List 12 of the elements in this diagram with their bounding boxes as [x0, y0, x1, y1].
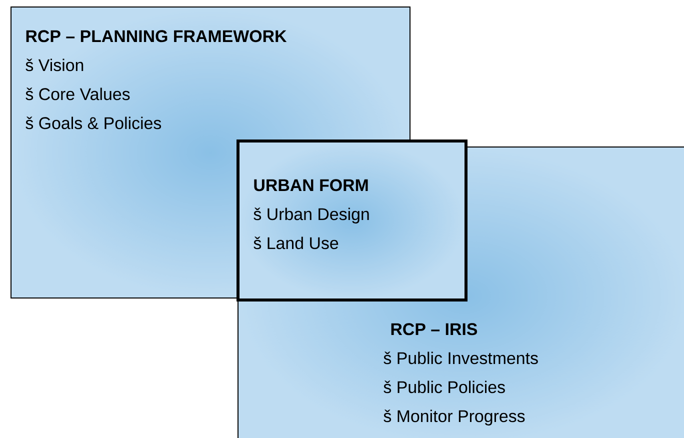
- list-item: š Goals & Policies: [26, 116, 162, 130]
- list-item: š Core Values: [26, 88, 130, 100]
- list-item: š Public Investments: [384, 352, 538, 364]
- heading: RCP – PLANNING FRAMEWORK: [26, 30, 287, 42]
- heading: RCP – IRIS: [391, 323, 478, 336]
- heading: URBAN FORM: [254, 179, 368, 192]
- list-item: š Monitor Progress: [384, 410, 525, 426]
- urban-form-box: [236, 140, 468, 302]
- list-item: š Public Policies: [384, 380, 505, 394]
- list-item: š Vision: [26, 58, 84, 72]
- list-item: š Urban Design: [254, 208, 369, 224]
- list-item: š Land Use: [254, 236, 338, 250]
